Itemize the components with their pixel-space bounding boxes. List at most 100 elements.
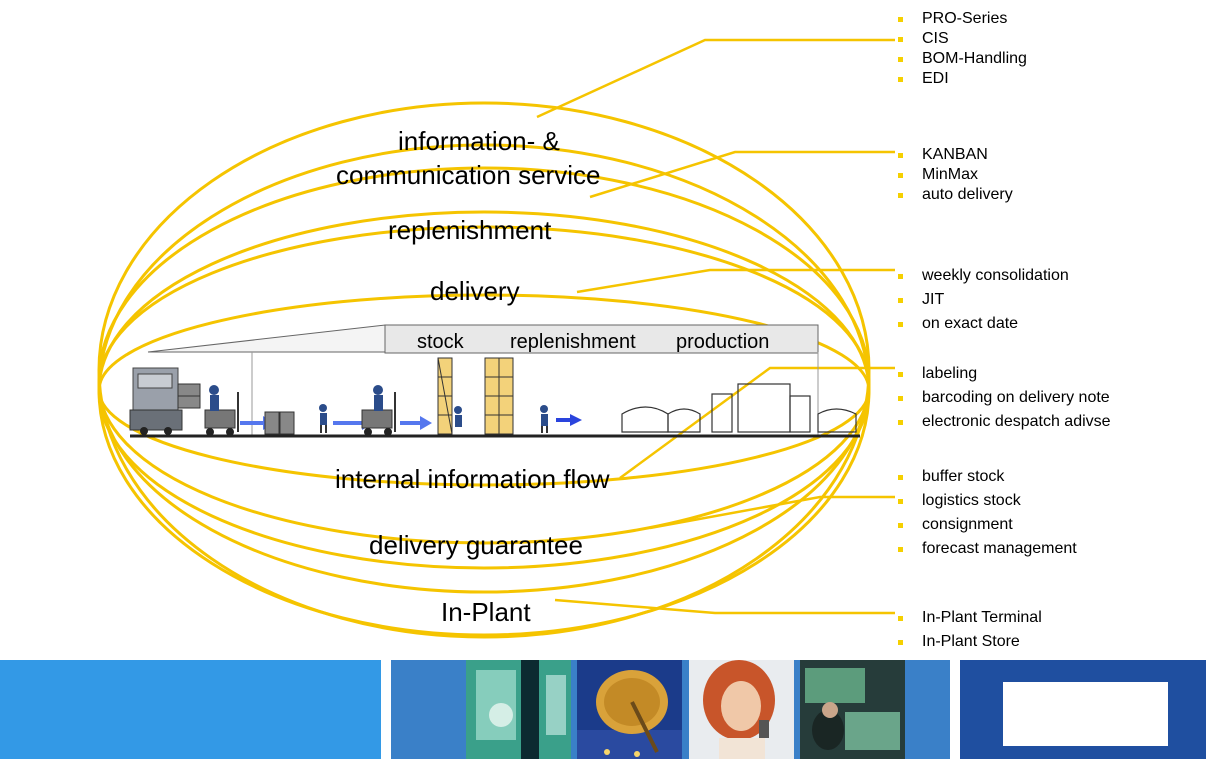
warehouse-illustration [129,324,860,438]
ring-in-plant [97,143,871,637]
bullet-icon [898,298,903,303]
connector-internal-flow [619,366,895,480]
truck-icon [129,367,201,435]
bullet-icon [898,420,903,425]
forklift-icon-1 [204,385,239,436]
bullet-icon [898,153,903,158]
bullet-group-guarantee: buffer stock logistics stock consignment… [898,465,1077,561]
bullet-item: electronic despatch adivse [898,410,1111,434]
bullet-icon [898,616,903,621]
bullet-icon [898,396,903,401]
bullet-group-internal-flow: labeling barcoding on delivery note elec… [898,362,1111,434]
bullet-icon [898,37,903,42]
ring-label-delivery-guarantee: delivery guarantee [369,530,583,560]
ring-label-replenishment: replenishment [388,215,552,245]
bullet-group-replenishment: KANBAN MinMax auto delivery [898,145,1013,205]
bullet-icon [898,499,903,504]
bullet-icon [898,17,903,22]
warehouse-label-stock: stock [417,331,464,353]
connector-guarantee [649,495,895,530]
bullet-item: labeling [898,362,1111,386]
bullet-text: forecast management [922,540,1077,557]
bullet-text: consignment [922,516,1013,533]
logo-box [1003,682,1168,746]
connector-replenishment [589,150,895,199]
footer-banner [0,660,1206,759]
footer-block-left [0,660,381,759]
connector-information [536,38,895,119]
bullet-text: KANBAN [922,146,988,163]
bullet-icon [898,372,903,377]
rack-shelf-1 [437,357,453,435]
bullet-item: consignment [898,513,1077,537]
bullet-icon [898,173,903,178]
photo-control-room-image [800,660,905,759]
worker-icon-2 [454,406,462,427]
bullet-text: EDI [922,70,949,87]
ring-label-in-plant: In-Plant [441,597,531,627]
bullet-item: MinMax [898,165,1013,185]
bullet-item: auto delivery [898,185,1013,205]
bullet-item: on exact date [898,312,1069,336]
ring-label-information-2: communication service [336,160,601,190]
bullet-item: weekly consolidation [898,264,1069,288]
bullet-icon [898,523,903,528]
bullet-icon [898,274,903,279]
bullet-item: barcoding on delivery note [898,386,1111,410]
bullet-text: labeling [922,365,978,382]
connector-delivery [576,268,895,294]
bullet-item: EDI [898,69,1027,89]
bullet-text: In-Plant Terminal [922,609,1042,626]
bullet-icon [898,475,903,480]
bullet-icon [898,193,903,198]
worker-icon-1 [319,404,327,433]
bullet-icon [898,77,903,82]
bullet-text: auto delivery [922,186,1013,203]
bullet-text: on exact date [922,315,1019,332]
bullet-text: buffer stock [922,468,1005,485]
bullet-item: CIS [898,29,1027,49]
footer-block-right [960,660,1206,759]
ellipse-rings [97,101,871,639]
ring-delivery [97,225,871,545]
bullet-text: JIT [922,291,945,308]
bullet-item: In-Plant Terminal [898,606,1042,630]
bullet-icon [898,640,903,645]
bullet-item: PRO-Series [898,9,1027,29]
bullet-icon [898,547,903,552]
bullet-item: BOM-Handling [898,49,1027,69]
bullet-text: In-Plant Store [922,633,1020,650]
flow-arrow-3 [400,416,432,430]
bullet-item: KANBAN [898,145,1013,165]
forklift-icon-2 [361,385,396,436]
bullet-item: In-Plant Store [898,630,1042,654]
connector-lines [536,38,895,615]
photo-woman-phone-image [689,660,794,759]
bullet-text: logistics stock [922,492,1021,509]
bullet-text: BOM-Handling [922,50,1027,67]
bullet-group-information: PRO-Series CIS BOM-Handling EDI [898,9,1027,89]
bullet-item: forecast management [898,537,1077,561]
bullet-group-delivery: weekly consolidation JIT on exact date [898,264,1069,336]
worker-icon-3 [540,405,548,433]
bullet-icon [898,322,903,327]
warehouse-label-replenishment: replenishment [510,331,636,353]
bullet-text: MinMax [922,166,979,183]
warehouse-banner [384,324,819,354]
footer-block-middle [391,660,950,759]
warehouse-label-production: production [676,331,770,353]
bullet-item: JIT [898,288,1069,312]
bullet-group-in-plant: In-Plant Terminal In-Plant Store [898,606,1042,654]
bullet-text: weekly consolidation [922,267,1069,284]
ring-label-information-1: information- & [398,126,560,156]
photo-satellite-dish-image [577,660,682,759]
pallet-boxes [264,411,295,435]
bullet-item: logistics stock [898,489,1077,513]
bullet-text: electronic despatch adivse [922,413,1111,430]
rack-shelf-2 [484,357,514,435]
connector-in-plant [554,598,895,615]
production-machines [621,383,857,433]
bullet-text: CIS [922,30,949,47]
bullet-item: buffer stock [898,465,1077,489]
bullet-text: barcoding on delivery note [922,389,1110,406]
